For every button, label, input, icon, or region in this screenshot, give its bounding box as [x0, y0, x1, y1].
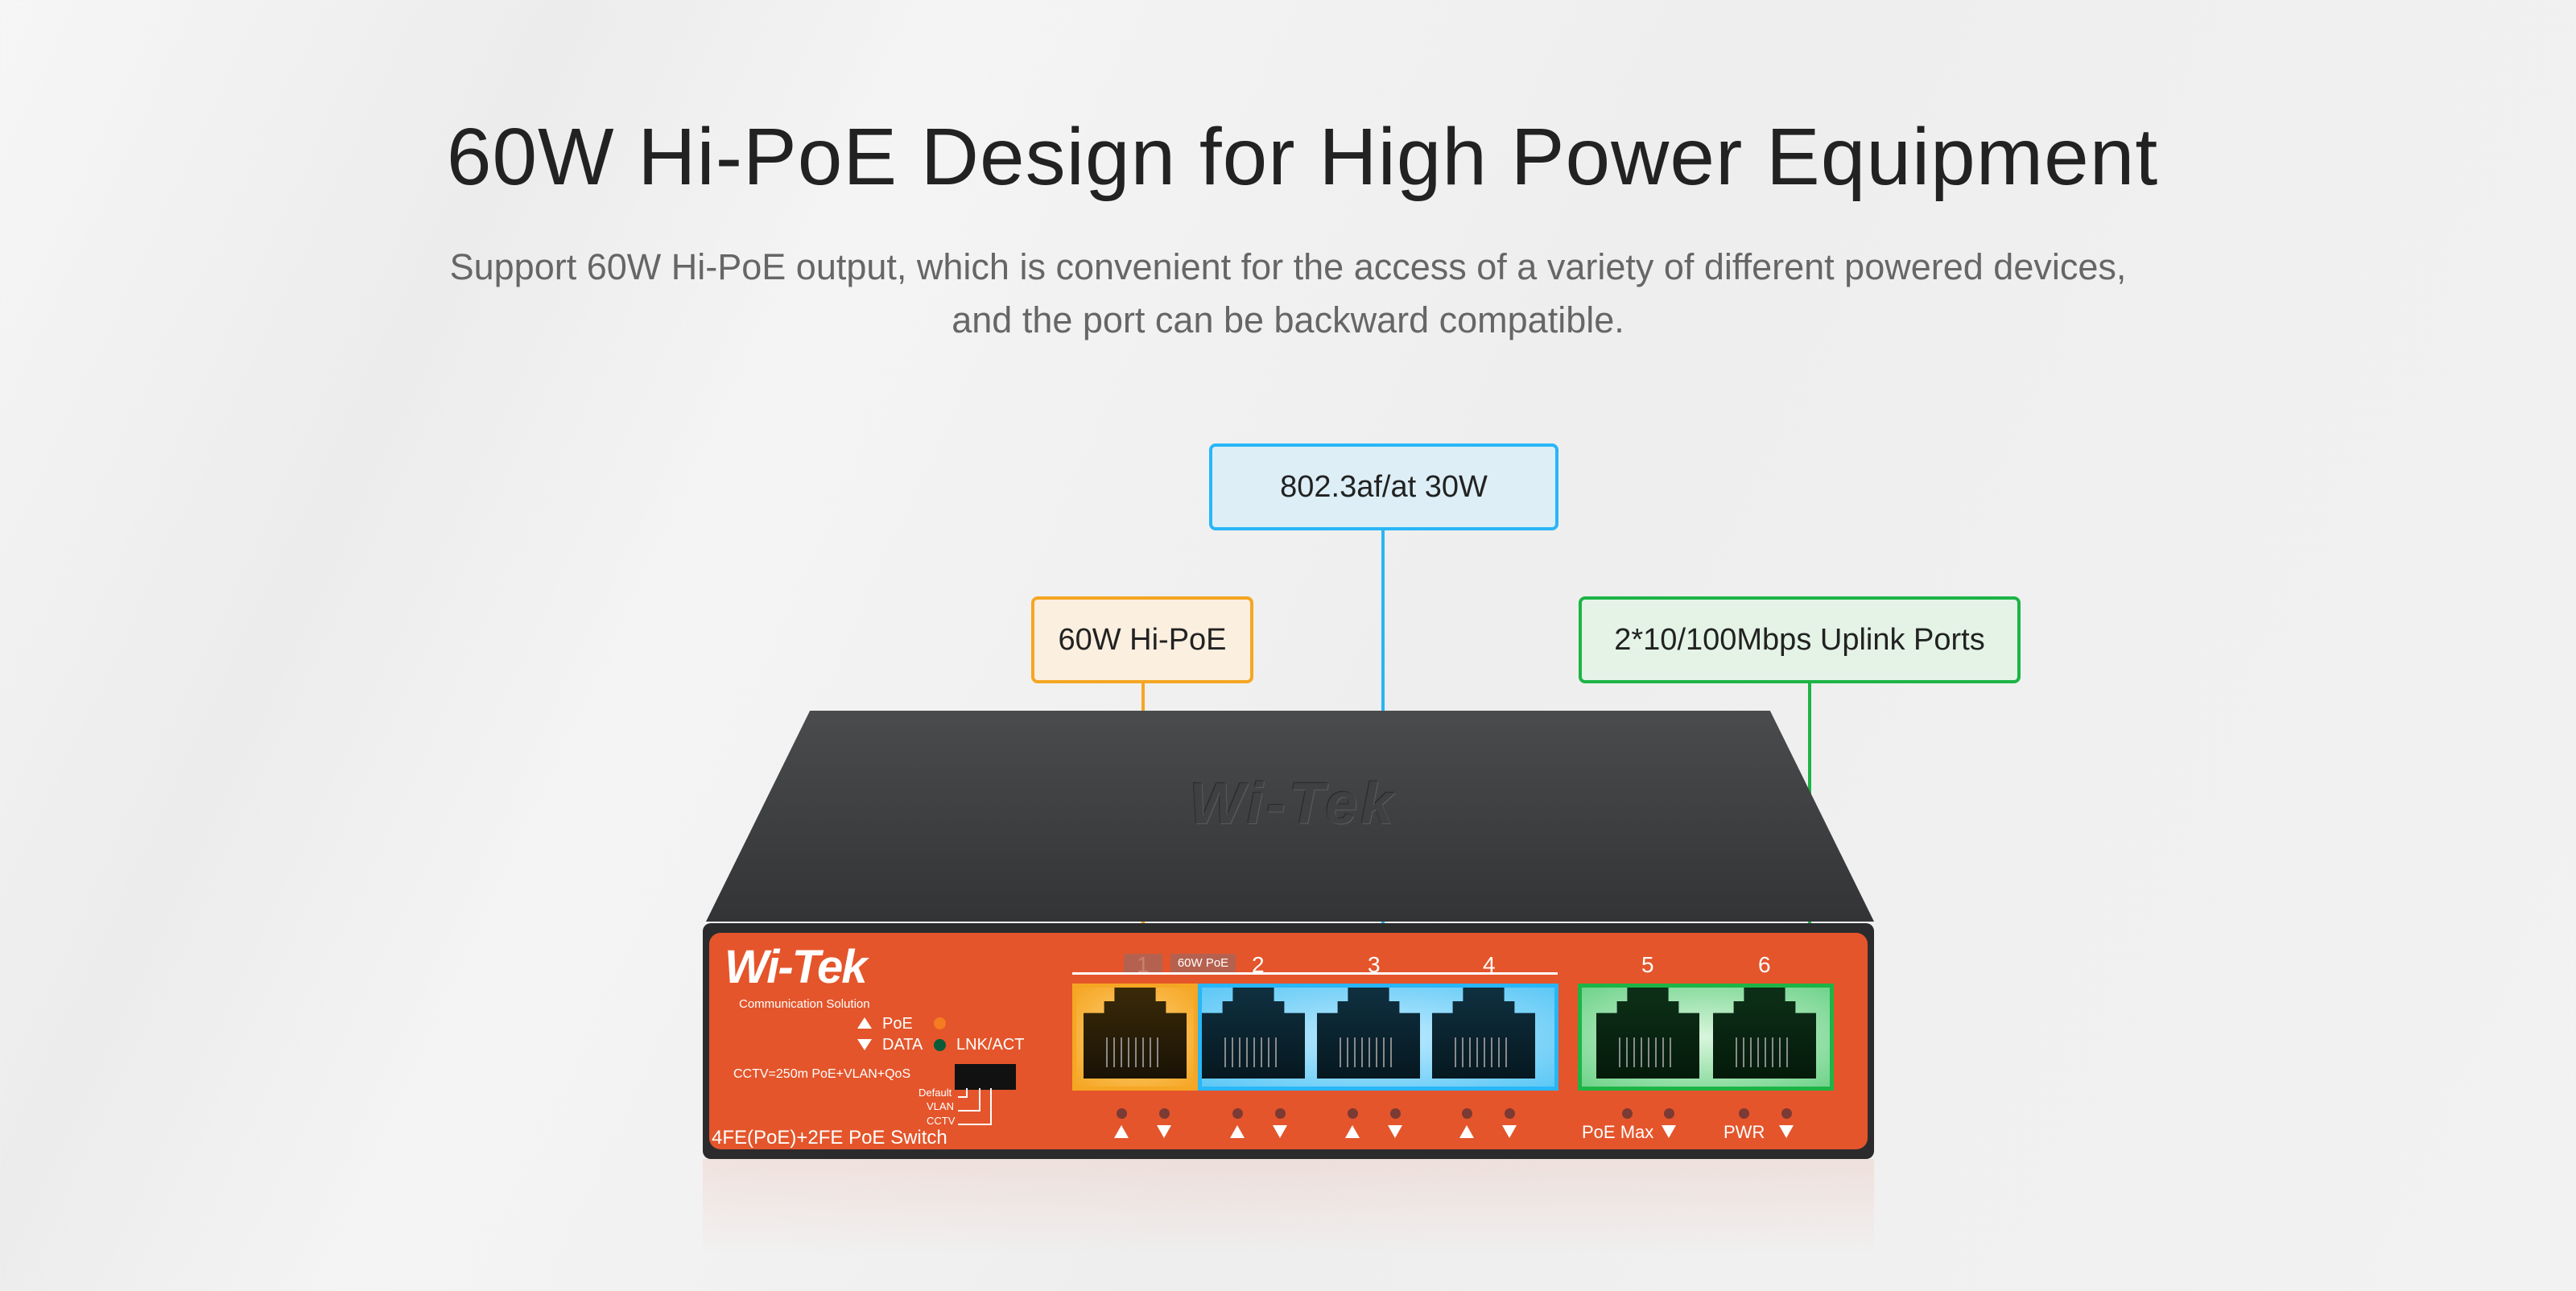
data-down-icon [1502, 1125, 1517, 1138]
port-number-6: 6 [1758, 952, 1771, 977]
mode-switch[interactable] [955, 1064, 1016, 1090]
led-indicator [1781, 1108, 1792, 1119]
brand-tagline: Communication Solution [739, 997, 870, 1011]
mode-vlan: VLAN [927, 1100, 954, 1112]
port-number-4: 4 [1483, 952, 1496, 977]
data-down-icon [857, 1039, 872, 1050]
data-down-icon [1662, 1125, 1676, 1138]
callout-hipoe: 60W Hi-PoE [1031, 596, 1253, 683]
led-indicator [1739, 1108, 1749, 1119]
lnk-led-icon [934, 1039, 946, 1051]
led-indicator [1117, 1108, 1127, 1119]
led-indicator [1348, 1108, 1358, 1119]
pwr-label: PWR [1724, 1122, 1765, 1142]
led-indicator [1505, 1108, 1515, 1119]
poe-up-icon [1114, 1125, 1129, 1138]
mode-cctv: CCTV [927, 1115, 956, 1127]
port-number-5: 5 [1641, 952, 1654, 977]
data-down-icon [1273, 1125, 1287, 1138]
brand-logo: Wi-Tek [724, 941, 867, 993]
reflection [703, 1159, 1874, 1256]
port-1-label-bg [1124, 954, 1162, 972]
callout-uplink: 2*10/100Mbps Uplink Ports [1579, 596, 2021, 683]
mode-line [958, 1088, 968, 1098]
data-down-icon [1779, 1125, 1794, 1138]
data-down-icon [1388, 1125, 1402, 1138]
poe-up-icon [857, 1017, 872, 1029]
legend-data: DATA [882, 1036, 923, 1054]
switch-top-cover [706, 711, 1874, 922]
led-indicator [1390, 1108, 1401, 1119]
top-watermark-logo: Wi-Tek [1189, 772, 1397, 836]
led-indicator [1275, 1108, 1286, 1119]
mode-line [958, 1088, 992, 1125]
poe-max-label: PoE Max [1582, 1122, 1654, 1142]
port-number-1: 1 [1137, 952, 1150, 977]
data-down-icon [1157, 1125, 1171, 1138]
led-indicator [1664, 1108, 1674, 1119]
poe-up-icon [1230, 1125, 1245, 1138]
poe-ports-underline [1072, 972, 1558, 975]
legend-poe: PoE [882, 1015, 913, 1033]
led-indicator [1159, 1108, 1170, 1119]
mode-default: Default [919, 1087, 952, 1099]
callout-standard-poe: 802.3af/at 30W [1209, 443, 1558, 530]
model-name: 4FE(PoE)+2FE PoE Switch [712, 1127, 947, 1149]
poe-up-icon [1459, 1125, 1474, 1138]
legend-lnk-act: LNK/ACT [956, 1036, 1025, 1054]
led-indicator [1462, 1108, 1472, 1119]
mode-line [958, 1088, 980, 1112]
led-indicator [1232, 1108, 1243, 1119]
subtitle-line-1: Support 60W Hi-PoE output, which is conv… [449, 246, 2127, 287]
port-number-3: 3 [1368, 952, 1381, 977]
port-number-2: 2 [1252, 952, 1265, 977]
mode-label: CCTV=250m PoE+VLAN+QoS [733, 1067, 911, 1081]
hipoe-tag: 60W PoE [1170, 954, 1236, 972]
poe-up-icon [1345, 1125, 1360, 1138]
led-indicator [1622, 1108, 1633, 1119]
page-title: 60W Hi-PoE Design for High Power Equipme… [446, 112, 2159, 202]
subtitle-line-2: and the port can be backward compatible. [952, 299, 1624, 340]
poe-led-icon [934, 1017, 946, 1029]
